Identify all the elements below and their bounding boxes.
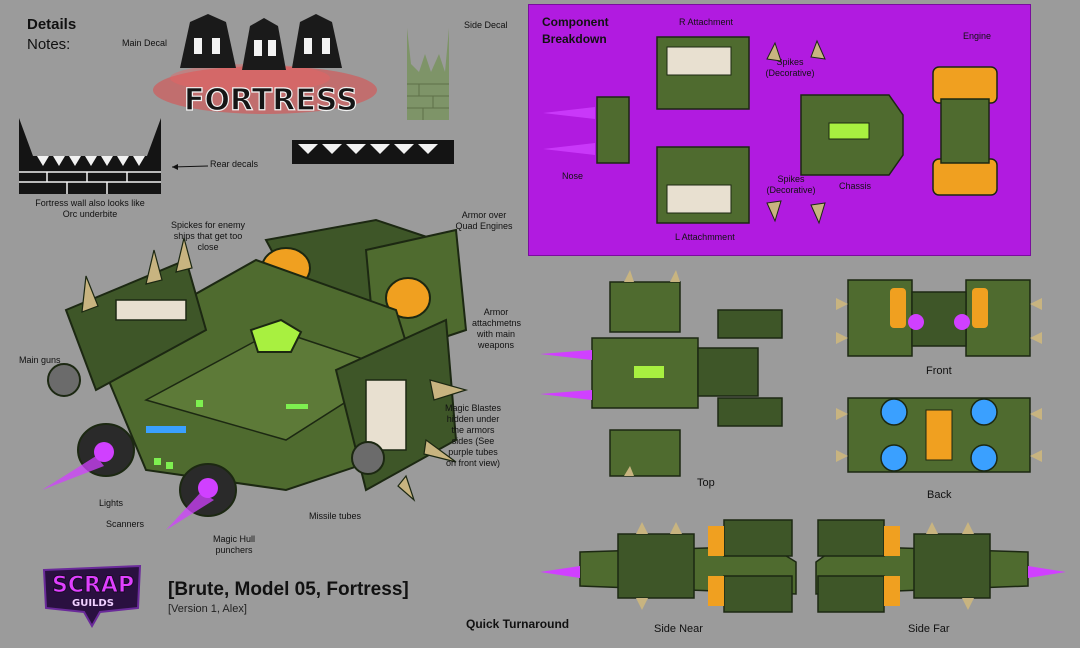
model-title: [Brute, Model 05, Fortress] (168, 579, 409, 600)
callout-magic-hull: Magic Hull punchers (212, 534, 255, 555)
engine-part (932, 66, 998, 196)
side-decal-label: Side Decal (464, 20, 508, 30)
fortress-logo-word: FORTRESS (184, 83, 358, 118)
top-view-illustration (538, 268, 790, 478)
chassis-label: Chassis (839, 181, 872, 191)
top-view-label: Top (697, 477, 715, 489)
nose-label: Nose (562, 171, 584, 181)
spikes-top-label: Spikes (Decorative) (765, 57, 815, 78)
l-attachment-part (656, 146, 750, 224)
r-attachment-part (656, 36, 750, 110)
logo-word-scrap: SCRAP (52, 573, 134, 598)
fortress-wall-decal (17, 118, 163, 196)
callout-armor-attach: Armor attachmetns with main weapons (472, 307, 522, 350)
nose-part (543, 96, 630, 164)
main-decal-artwork: FORTRESS (150, 8, 380, 120)
front-view-illustration (836, 268, 1042, 366)
back-view-label: Back (927, 489, 952, 501)
scrap-guilds-logo: SCRAP GUILDS (40, 560, 144, 630)
back-view-illustration (836, 386, 1042, 484)
l-attachment-label: L Attachmment (675, 232, 735, 242)
engine-label: Engine (963, 31, 992, 41)
notes-label: Notes: (27, 36, 71, 53)
callout-armor-quad: Armor over Quad Engines (455, 210, 513, 231)
callout-scanners: Scanners (106, 519, 145, 529)
front-view-label: Front (926, 365, 952, 377)
rear-decals-arrow (168, 158, 208, 172)
side-decal-artwork (403, 24, 453, 122)
wall-note: Fortress wall also looks like Orc underb… (35, 198, 145, 219)
chassis-part (800, 94, 904, 176)
component-panel-title: Component Breakdown (542, 15, 609, 46)
side-far-label: Side Far (908, 623, 950, 635)
rear-decals-label: Rear decals (210, 159, 259, 169)
r-attachment-label: R Attachment (679, 17, 734, 27)
callout-spikes: Spickes for enemy ships that get too clo… (170, 220, 246, 252)
side-far-illustration (812, 516, 1068, 616)
details-title: Details (27, 16, 77, 33)
side-near-illustration (540, 516, 804, 616)
spikes-bottom-label: Spikes (Decorative) (766, 174, 816, 195)
logo-word-guilds: GUILDS (72, 598, 114, 609)
quick-turnaround-label: Quick Turnaround (466, 617, 570, 631)
component-parts (539, 35, 1019, 231)
main-ship-illustration (36, 200, 516, 540)
callout-missile-tubes: Missile tubes (309, 511, 362, 521)
rear-decal-strip (292, 140, 454, 164)
side-near-label: Side Near (654, 623, 703, 635)
component-breakdown-panel: Component Breakdown R Attachment L Attac… (528, 4, 1031, 256)
main-decal-label: Main Decal (122, 38, 168, 48)
callout-lights: Lights (99, 498, 124, 508)
callout-main-guns: Main guns (19, 355, 61, 365)
callout-magic-blasts: Magic Blastes hidden under the armors si… (444, 403, 502, 468)
version-label: [Version 1, Alex] (168, 603, 247, 615)
